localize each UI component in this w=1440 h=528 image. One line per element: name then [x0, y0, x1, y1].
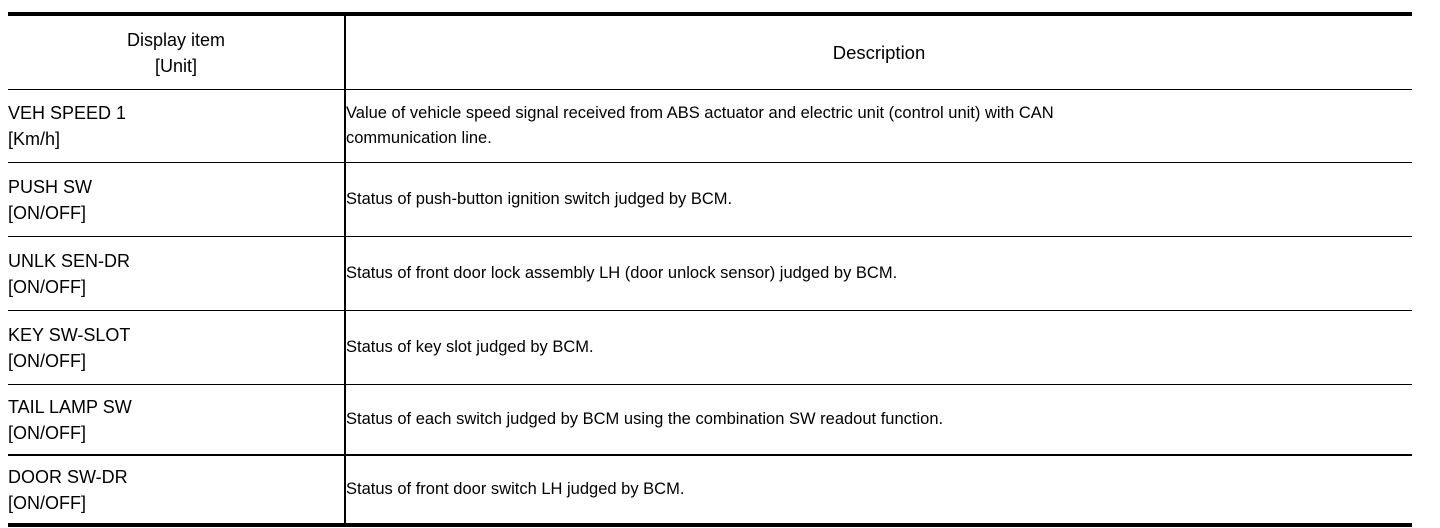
- table-row: PUSH SW [ON/OFF] Status of push-button i…: [8, 162, 1412, 237]
- item-name: PUSH SW: [8, 176, 93, 197]
- description-line: Status of front door switch LH judged by…: [346, 480, 685, 498]
- table-row: TAIL LAMP SW [ON/OFF] Status of each swi…: [8, 384, 1412, 455]
- item-unit: [ON/OFF]: [8, 202, 86, 223]
- item-unit: [ON/OFF]: [8, 276, 86, 297]
- item-name: UNLK SEN-DR: [8, 250, 131, 271]
- description-line: Status of each switch judged by BCM usin…: [346, 410, 944, 428]
- item-unit: [ON/OFF]: [8, 492, 86, 513]
- row-description-cell: Status of front door switch LH judged by…: [345, 454, 1412, 525]
- table-row: KEY SW-SLOT [ON/OFF] Status of key slot …: [8, 310, 1412, 385]
- description-line: Status of key slot judged by BCM.: [346, 338, 594, 356]
- description-line: Status of push-button ignition switch ju…: [346, 190, 733, 208]
- row-description-cell: Status of each switch judged by BCM usin…: [345, 384, 1412, 455]
- table-row: VEH SPEED 1 [Km/h] Value of vehicle spee…: [8, 89, 1412, 163]
- table-body: VEH SPEED 1 [Km/h] Value of vehicle spee…: [8, 89, 1412, 525]
- description-line: Value of vehicle speed signal received f…: [346, 104, 1054, 122]
- spec-table-container: Display item [Unit] Description VEH SPEE…: [8, 12, 1412, 527]
- header-display-item: Display item [Unit]: [8, 14, 346, 90]
- row-description-cell: Status of key slot judged by BCM.: [345, 310, 1412, 385]
- row-item-cell: KEY SW-SLOT [ON/OFF]: [8, 310, 346, 385]
- row-item-cell: DOOR SW-DR [ON/OFF]: [8, 454, 346, 525]
- item-name: KEY SW-SLOT: [8, 324, 131, 345]
- item-unit: [ON/OFF]: [8, 350, 86, 371]
- row-description-cell: Status of front door lock assembly LH (d…: [345, 236, 1412, 311]
- table-row: UNLK SEN-DR [ON/OFF] Status of front doo…: [8, 236, 1412, 311]
- row-item-cell: TAIL LAMP SW [ON/OFF]: [8, 384, 346, 455]
- display-item-description-table: Display item [Unit] Description VEH SPEE…: [8, 12, 1412, 527]
- item-unit: [Km/h]: [8, 129, 61, 149]
- item-name: DOOR SW-DR: [8, 466, 128, 487]
- row-item-cell: PUSH SW [ON/OFF]: [8, 162, 346, 237]
- header-row: Display item [Unit] Description: [8, 14, 1412, 90]
- table-row: DOOR SW-DR [ON/OFF] Status of front door…: [8, 454, 1412, 525]
- header-description: Description: [832, 42, 926, 63]
- row-description-cell: Status of push-button ignition switch ju…: [345, 162, 1412, 237]
- description-line: Status of front door lock assembly LH (d…: [346, 264, 898, 282]
- row-item-cell: UNLK SEN-DR [ON/OFF]: [8, 236, 346, 311]
- item-name: TAIL LAMP SW: [8, 396, 132, 417]
- row-description-cell: Value of vehicle speed signal received f…: [345, 89, 1412, 163]
- header-display-item-line1: Display item: [126, 29, 226, 50]
- row-item-cell: VEH SPEED 1 [Km/h]: [8, 89, 346, 163]
- header-display-item-unit: [Unit]: [154, 55, 197, 76]
- item-name: VEH SPEED 1: [8, 103, 127, 123]
- description-line: communication line.: [346, 129, 492, 147]
- item-unit: [ON/OFF]: [8, 422, 86, 443]
- table-header: Display item [Unit] Description: [8, 14, 1412, 90]
